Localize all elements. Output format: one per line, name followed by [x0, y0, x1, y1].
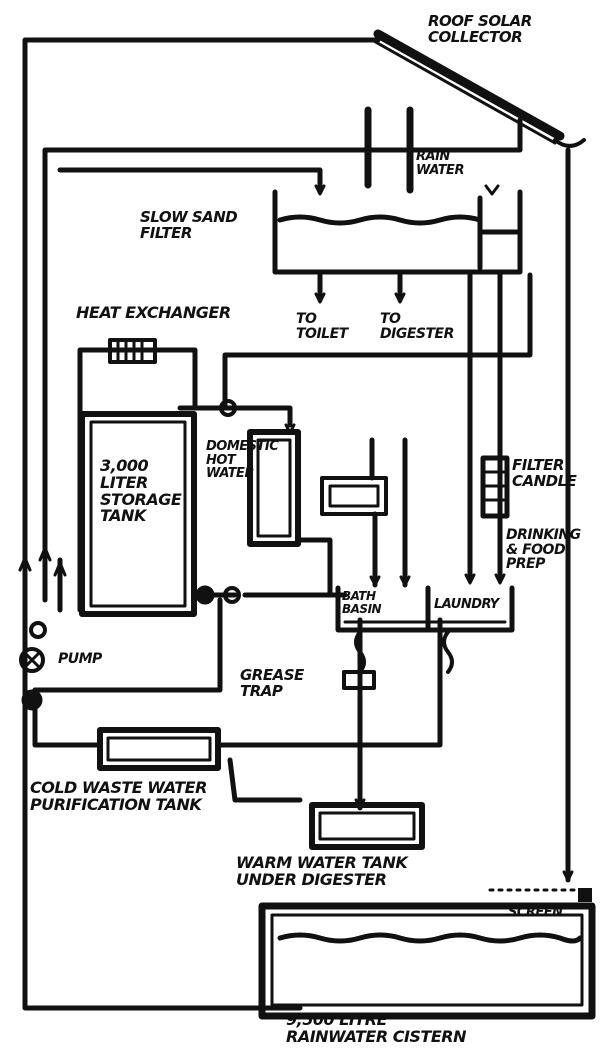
laundry-label: LAUNDRY — [434, 598, 499, 612]
drinking-food-prep-label: DRINKING & FOOD PREP — [506, 528, 581, 572]
cold-waste-water-tank — [100, 730, 218, 768]
cistern-label: 9,500 LITRE RAINWATER CISTERN — [286, 1012, 466, 1046]
cold-waste-water-tank-label: COLD WASTE WATER PURIFICATION TANK — [30, 780, 207, 814]
slow-sand-filter-label: SLOW SAND FILTER — [140, 210, 237, 242]
sink-fixture — [322, 440, 405, 585]
warm-water-tank — [312, 805, 422, 847]
bath-basin-label: BATH BASIN — [342, 590, 381, 615]
filter-candle-label: FILTER CANDLE — [512, 458, 576, 490]
slow-sand-filter — [275, 192, 520, 580]
roof-solar-collector-label: ROOF SOLAR COLLECTOR — [428, 14, 532, 46]
grease-trap-label: GREASE TRAP — [240, 668, 304, 700]
to-toilet-label: TO TOILET — [296, 312, 348, 341]
to-digester-label: TO DIGESTER — [380, 312, 454, 341]
rain-water-label: RAIN WATER — [416, 150, 464, 177]
roof-solar-collector — [372, 34, 584, 146]
warm-water-tank-label: WARM WATER TANK UNDER DIGESTER — [236, 855, 407, 889]
screen-label: SCREEN — [508, 906, 563, 920]
domestic-hot-water-label: DOMESTIC HOT WATER — [206, 440, 278, 481]
filter-candle — [483, 458, 507, 516]
heat-exchanger-label: HEAT EXCHANGER — [76, 305, 231, 322]
storage-tank-label: 3,000 LITER STORAGE TANK — [100, 458, 181, 525]
pump-label: PUMP — [58, 652, 102, 667]
